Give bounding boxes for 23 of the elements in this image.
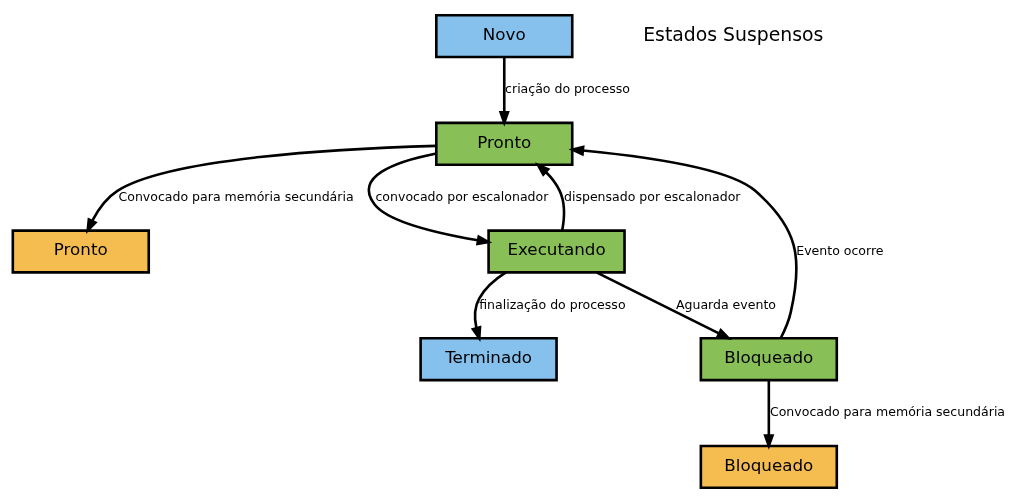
arrow <box>367 151 493 245</box>
arrow <box>763 380 775 450</box>
node-box: Bloqueado <box>699 336 839 381</box>
node-box: Bloqueado <box>699 444 839 489</box>
arrow <box>568 144 798 339</box>
edge-label: Convocado para memória secundária <box>118 188 354 204</box>
node-box: Pronto <box>11 228 151 274</box>
node-box: Executando <box>487 228 626 274</box>
edge-label: finalização do processo <box>479 296 626 312</box>
node-box: Pronto <box>435 121 574 166</box>
edge-label: Aguarda evento <box>675 296 776 312</box>
arrow <box>470 270 507 342</box>
node-box: Novo <box>435 13 574 58</box>
arrow <box>498 57 510 127</box>
edge-label: Convocado para memória secundária <box>769 403 1006 419</box>
edge-label: dispensado por escalonador <box>563 188 741 204</box>
arrow <box>86 144 437 234</box>
arrow <box>534 161 566 231</box>
edge-label: Evento ocorre <box>796 242 884 258</box>
edge-label: convocado por escalonador <box>375 188 549 204</box>
label: Estados Suspensos <box>643 23 824 45</box>
arrow <box>596 271 733 340</box>
node-box: Terminado <box>419 336 558 381</box>
